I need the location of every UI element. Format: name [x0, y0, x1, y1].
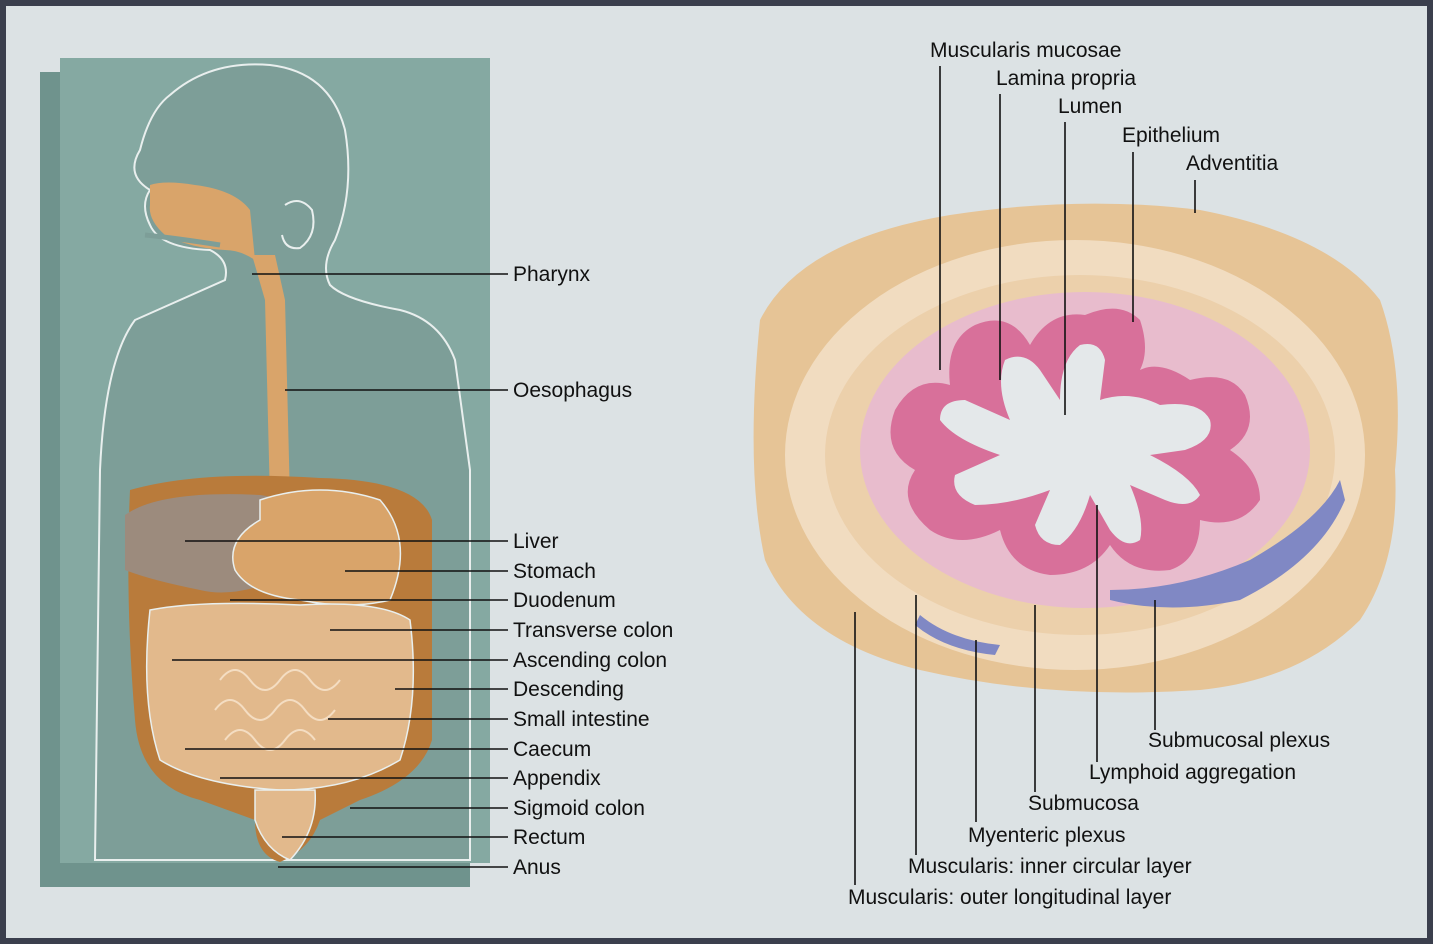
- label-muscularis-mucosae: Muscularis mucosae: [930, 39, 1121, 63]
- label-caecum: Caecum: [513, 738, 591, 762]
- label-small-intestine: Small intestine: [513, 708, 650, 732]
- label-sigmoid-colon: Sigmoid colon: [513, 797, 645, 821]
- label-epithelium: Epithelium: [1122, 124, 1220, 148]
- label-muscularis-outer: Muscularis: outer longitudinal layer: [848, 886, 1171, 910]
- label-muscularis-inner: Muscularis: inner circular layer: [908, 855, 1192, 879]
- label-ascending-colon: Ascending colon: [513, 649, 667, 673]
- label-submucosa: Submucosa: [1028, 792, 1139, 816]
- label-rectum: Rectum: [513, 826, 585, 850]
- label-anus: Anus: [513, 856, 561, 880]
- cross-section-illustration: [754, 204, 1398, 693]
- label-stomach: Stomach: [513, 560, 596, 584]
- label-duodenum: Duodenum: [513, 589, 616, 613]
- label-lamina-propria: Lamina propria: [996, 67, 1136, 91]
- label-pharynx: Pharynx: [513, 263, 590, 287]
- intestines: [147, 603, 414, 790]
- label-appendix: Appendix: [513, 767, 601, 791]
- label-liver: Liver: [513, 530, 559, 554]
- label-lumen: Lumen: [1058, 95, 1122, 119]
- label-lymphoid-aggregation: Lymphoid aggregation: [1089, 761, 1296, 785]
- label-myenteric-plexus: Myenteric plexus: [968, 824, 1126, 848]
- body-illustration: [40, 58, 490, 887]
- label-submucosal-plexus: Submucosal plexus: [1148, 729, 1330, 753]
- label-transverse-colon: Transverse colon: [513, 619, 673, 643]
- label-adventitia: Adventitia: [1186, 152, 1278, 176]
- label-oesophagus: Oesophagus: [513, 379, 632, 403]
- label-descending: Descending: [513, 678, 624, 702]
